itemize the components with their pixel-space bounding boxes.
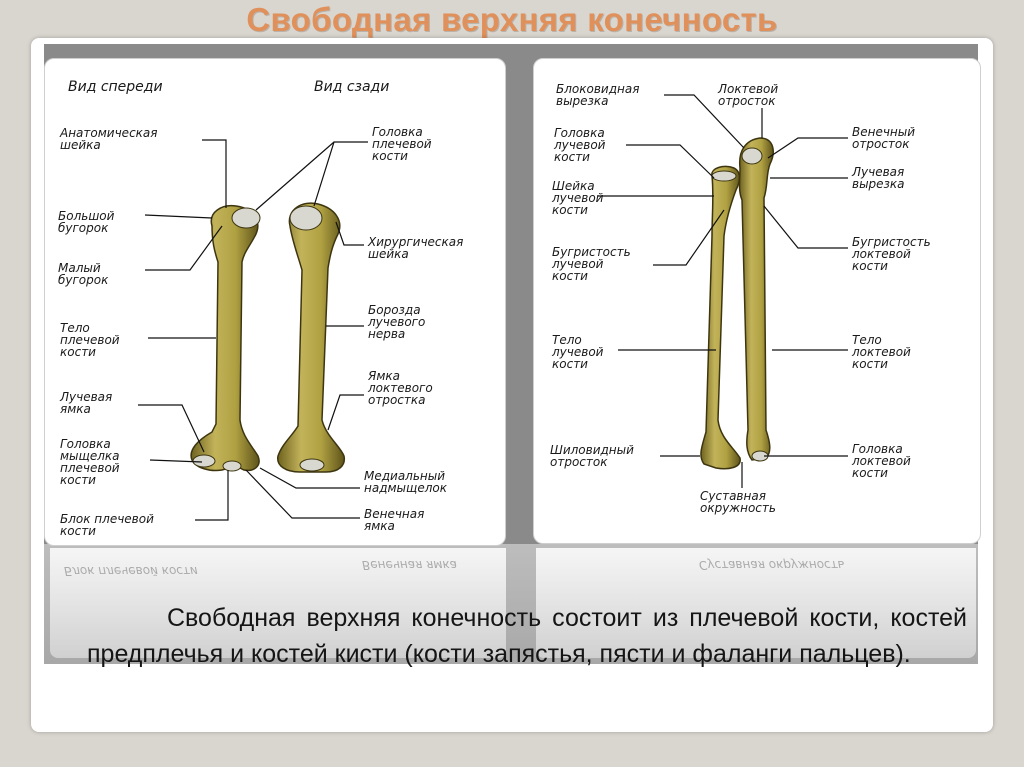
label-radial-fossa: Лучевая ямка — [60, 390, 113, 416]
label-styloid-process: Шиловидный отросток — [550, 443, 634, 469]
label-olecranon-fossa: Ямка локтевого отростка — [368, 369, 433, 407]
label-back-view: Вид сзади — [314, 79, 390, 95]
image-reflection: Блок плечевой кости Венечная ямка Сустав… — [44, 544, 978, 664]
humerus-diagram-panel — [44, 58, 506, 546]
label-lesser-tubercle: Малый бугорок — [58, 261, 109, 287]
reflection-right-panel — [536, 548, 976, 658]
forearm-bones — [700, 137, 774, 470]
slide-caption: Свободная верхняя конечность состоит из … — [87, 604, 967, 668]
label-ulnar-tuberosity: Бугристость локтевой кости — [852, 235, 931, 273]
humerus-back-view — [277, 202, 346, 473]
label-surgical-neck: Хирургическая шейка — [368, 235, 464, 261]
label-radial-groove: Борозда лучевого нерва — [368, 303, 426, 341]
label-trochlear-notch: Блоковидная вырезка — [556, 82, 640, 108]
label-radial-tuberosity: Бугристость лучевой кости — [552, 245, 631, 283]
label-coronoid-fossa: Венечная ямка — [364, 507, 425, 533]
label-radial-notch: Лучевая вырезка — [852, 165, 905, 191]
label-radial-head: Головка лучевой кости — [554, 126, 606, 164]
label-coronoid-process: Венечный отросток — [852, 125, 916, 151]
label-articular-circumference: Суставная окружность — [700, 489, 776, 515]
label-front-view: Вид спереди — [68, 79, 163, 95]
label-greater-tubercle: Большой бугорок — [58, 209, 115, 235]
humerus-front-view — [190, 204, 261, 472]
label-trochlea: Блок плечевой кости — [60, 512, 154, 538]
label-olecranon: Локтевой отросток — [718, 82, 779, 108]
reflection-left-panel — [50, 548, 506, 658]
label-condyle-head: Головка мыщелка плечевой кости — [60, 437, 120, 487]
slide-title: Свободная верхняя конечность — [246, 1, 778, 38]
label-radius-body: Тело лучевой кости — [552, 333, 604, 371]
label-ulna-head: Головка локтевой кости — [852, 442, 911, 480]
label-medial-epicondyle: Медиальный надмыщелок — [364, 469, 447, 495]
humerus-leader-lines — [138, 139, 368, 521]
label-radius-neck: Шейка лучевой кости — [552, 179, 604, 217]
label-humerus-body: Тело плечевой кости — [60, 321, 120, 359]
label-ulna-body: Тело локтевой кости — [852, 333, 911, 371]
label-anatomical-neck: Анатомическая шейка — [60, 126, 158, 152]
label-humerus-head: Головка плечевой кости — [372, 125, 432, 163]
forearm-leader-lines — [598, 94, 848, 488]
